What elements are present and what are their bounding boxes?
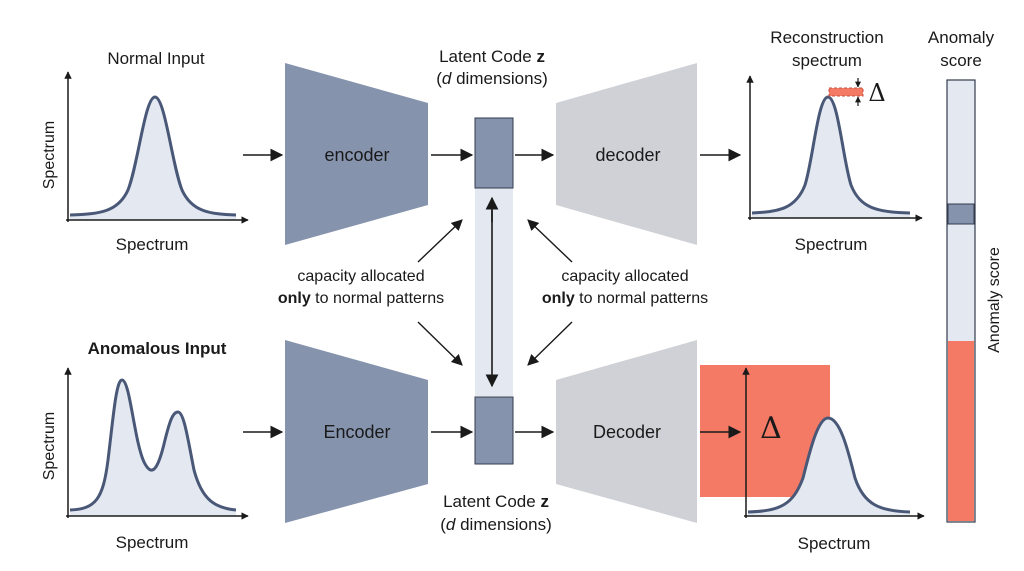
normal-input-y-label: Spectrum xyxy=(41,121,58,189)
recon-bottom-x-label: Spectrum xyxy=(798,534,871,553)
anomalous-input-x-label: Spectrum xyxy=(116,533,189,552)
score-title-line1: Anomaly xyxy=(928,28,995,47)
latent-dims-bottom: (d dimensions) xyxy=(440,515,552,534)
latent-shared-column xyxy=(475,188,513,396)
delta-bottom-label: Δ xyxy=(760,411,782,446)
capacity-left-line1: capacity allocated xyxy=(297,268,424,285)
normal-input-curve-fill xyxy=(70,97,236,220)
anomalous-input-y-label: Spectrum xyxy=(41,412,58,480)
encoder-top-label: encoder xyxy=(324,145,389,165)
score-vertical-label: Anomaly score xyxy=(986,247,1003,353)
recon-title-line1: Reconstruction xyxy=(770,28,883,47)
capacity-left-line2: only to normal patterns xyxy=(278,290,444,307)
capacity-right-line2: only to normal patterns xyxy=(542,290,708,307)
recon-top-error-bar xyxy=(828,87,864,97)
delta-top-label: Δ xyxy=(868,79,885,107)
anomalous-input-plot xyxy=(64,367,249,520)
recon-bottom-curve-fill xyxy=(748,418,910,516)
recon-title-line2: spectrum xyxy=(792,51,862,70)
decoder-bottom-label: Decoder xyxy=(593,422,661,442)
normal-input-plot xyxy=(64,71,249,224)
recon-top-curve-fill xyxy=(752,97,910,218)
decoder-top xyxy=(556,63,697,245)
recon-top-x-label: Spectrum xyxy=(795,235,868,254)
encoder-bottom xyxy=(285,340,428,523)
recon-bottom-curve xyxy=(747,416,911,514)
latent-dims-top: (d dimensions) xyxy=(436,69,548,88)
anomalous-input-curve-fill xyxy=(70,380,236,516)
score-fill-anomalous xyxy=(948,341,974,521)
recon-top-curve xyxy=(751,95,911,215)
decoder-top-label: decoder xyxy=(595,145,660,165)
decoder-bottom xyxy=(556,340,697,523)
capacity-arrow-right-down xyxy=(527,321,573,366)
capacity-arrow-left-down xyxy=(417,321,463,366)
anomalous-input-title: Anomalous Input xyxy=(88,339,227,358)
latent-box-bottom xyxy=(474,396,514,465)
encoder-top xyxy=(285,63,428,245)
anomalous-input-curve xyxy=(69,378,237,512)
capacity-right-line1: capacity allocated xyxy=(561,268,688,285)
score-title-line2: score xyxy=(940,51,982,70)
capacity-arrow-left-up xyxy=(417,219,463,263)
encoder-bottom-label: Encoder xyxy=(323,422,390,442)
normal-input-curve xyxy=(69,95,237,217)
latent-title-bottom: Latent Code z xyxy=(443,492,549,511)
normal-input-title: Normal Input xyxy=(107,49,205,68)
latent-title-top: Latent Code z xyxy=(439,47,545,66)
score-marker-normal xyxy=(947,203,975,225)
normal-input-x-label: Spectrum xyxy=(116,235,189,254)
capacity-arrow-right-up xyxy=(527,219,573,263)
latent-box-top xyxy=(474,117,514,189)
recon-top-plot xyxy=(746,75,923,222)
recon-bottom-plot xyxy=(742,367,925,520)
